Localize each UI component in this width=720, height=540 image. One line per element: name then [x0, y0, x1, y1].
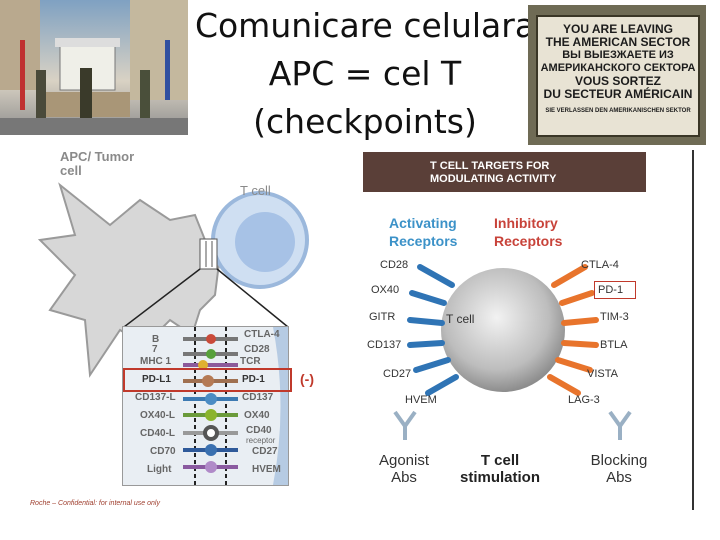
- banner-line: MODULATING ACTIVITY: [363, 173, 646, 186]
- banner-line: T CELL TARGETS FOR: [363, 152, 646, 173]
- receptor-left-label: MHC 1: [140, 356, 171, 367]
- agonist-label-line: Abs: [374, 469, 434, 486]
- title-line-3: (checkpoints): [170, 98, 560, 146]
- negative-mark: (-): [300, 371, 314, 387]
- sector-sign: YOU ARE LEAVING THE AMERICAN SECTOR ВЫ В…: [536, 15, 700, 137]
- blocking-label-line: Blocking: [586, 452, 652, 469]
- receptor-right-label: receptor: [246, 436, 275, 445]
- receptor-right-label: CD27: [252, 446, 278, 457]
- apc-label: APC/ Tumor cell: [60, 150, 134, 178]
- receptor-left-label: Light: [147, 464, 171, 475]
- activating-receptor: HVEM: [405, 394, 437, 406]
- stimulation-label-line: stimulation: [450, 469, 550, 486]
- activating-receptor: OX40: [371, 284, 399, 296]
- inhibitory-receptor: TIM-3: [600, 311, 629, 323]
- inhibitory-receptor: LAG-3: [568, 394, 600, 406]
- stimulation-label: T cell stimulation: [450, 452, 550, 486]
- inhibitory-receptor: CTLA-4: [581, 259, 619, 271]
- activating-heading-line: Activating: [389, 214, 457, 232]
- receptor-left-label: CD137-L: [135, 392, 176, 403]
- checkpoint-photo: [0, 0, 188, 135]
- slide-title: Comunicare celulara APC = cel T (checkpo…: [170, 2, 560, 146]
- blocking-label-line: Abs: [586, 469, 652, 486]
- sign-line: THE AMERICAN SECTOR: [538, 36, 698, 49]
- activating-receptor: CD28: [380, 259, 408, 271]
- blocking-antibody-icon: [605, 410, 635, 442]
- sign-line: DU SECTEUR AMÉRICAIN: [538, 88, 698, 101]
- receptor-right-label: OX40: [244, 410, 270, 421]
- receptor-right-label: CD40: [246, 425, 272, 436]
- receptor-left-label: OX40-L: [140, 410, 175, 421]
- receptor-left-label: CD40-L: [140, 428, 175, 439]
- inhibitory-receptor: VISTA: [587, 368, 618, 380]
- confidential-footer: Roche – Confidential: for internal use o…: [30, 500, 160, 507]
- targets-banner: T CELL TARGETS FOR MODULATING ACTIVITY: [363, 152, 646, 192]
- sign-small-line: SIE VERLASSEN DEN AMERIKANISCHEN SEKTOR: [538, 105, 698, 118]
- apc-label-line: APC/ Tumor: [60, 150, 134, 164]
- agonist-antibody-icon: [390, 410, 420, 442]
- inhibitory-heading-line: Inhibitory: [494, 214, 562, 232]
- tcell-center-label: T cell: [446, 312, 474, 326]
- agonist-label-line: Agonist: [374, 452, 434, 469]
- apc-label-line: cell: [60, 164, 134, 178]
- tcell-body: [441, 268, 565, 392]
- activating-receptor: CD27: [383, 368, 411, 380]
- activating-receptor: CD137: [367, 339, 401, 351]
- receptor-right-label: HVEM: [252, 464, 281, 475]
- receptor-left-label: CD70: [150, 446, 176, 457]
- checkpoint-photo-graphic: [0, 0, 188, 135]
- inhibitory-receptor: BTLA: [600, 339, 628, 351]
- pd-highlight-box: [123, 368, 292, 392]
- sign-line: ВЫ ВЫЕЗЖАЕТЕ ИЗ: [538, 49, 698, 62]
- receptor-right-label: CTLA-4: [244, 329, 280, 340]
- agonist-label: Agonist Abs: [374, 452, 434, 486]
- activating-receptor: GITR: [369, 311, 395, 323]
- receptor-right-label: CD137: [242, 392, 273, 403]
- pd1-highlight-box: [594, 281, 636, 299]
- title-line-1: Comunicare celulara: [170, 2, 560, 50]
- receptor-right-label: CD28: [244, 344, 270, 355]
- receptor-right-label: TCR: [240, 356, 261, 367]
- right-divider-line: [692, 150, 694, 510]
- receptor-left-label: B 7: [152, 335, 164, 355]
- title-line-2: APC = cel T: [170, 50, 560, 98]
- tcell-label-left: T cell: [240, 184, 271, 198]
- sector-sign-photo: YOU ARE LEAVING THE AMERICAN SECTOR ВЫ В…: [528, 5, 706, 145]
- stimulation-label-line: T cell: [450, 452, 550, 469]
- blocking-label: Blocking Abs: [586, 452, 652, 486]
